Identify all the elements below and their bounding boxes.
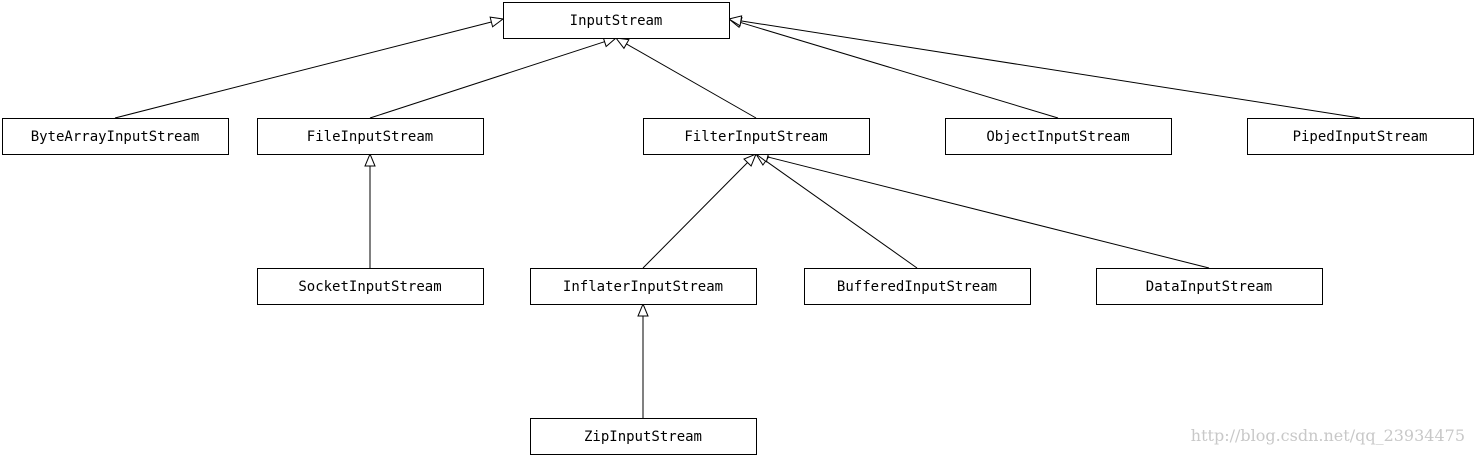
class-box <box>1247 118 1474 155</box>
inheritance-arrowhead <box>743 153 757 167</box>
edge-object-input-stream-to-input-stream <box>740 21 1059 119</box>
edge-data-input-stream-to-filter-input-stream <box>767 156 1210 269</box>
edge-filter-input-stream-to-input-stream <box>626 43 757 119</box>
class-node-socket-input-stream: SocketInputStream <box>257 268 484 305</box>
class-label: ByteArrayInputStream <box>31 129 200 145</box>
class-box <box>2 118 229 155</box>
class-label: PipedInputStream <box>1293 129 1428 145</box>
class-box <box>503 2 730 39</box>
class-label: InputStream <box>570 13 663 29</box>
edge-byte-array-input-stream-to-input-stream <box>114 21 492 119</box>
watermark-text: http://blog.csdn.net/qq_23934475 <box>1190 426 1465 445</box>
class-node-byte-array-input-stream: ByteArrayInputStream <box>2 118 229 155</box>
class-box <box>804 268 1031 305</box>
class-label: FilterInputStream <box>684 129 827 145</box>
class-box <box>530 268 757 305</box>
class-box <box>945 118 1172 155</box>
class-node-input-stream: InputStream <box>503 2 730 39</box>
inheritance-arrowhead <box>637 302 649 317</box>
edge-inflater-input-stream-to-filter-input-stream <box>642 162 748 269</box>
inheritance-arrowhead <box>489 16 505 28</box>
class-box <box>1096 268 1323 305</box>
class-label: ZipInputStream <box>584 429 702 445</box>
class-box <box>643 118 870 155</box>
inheritance-arrowhead <box>614 37 630 50</box>
edges-layer <box>114 15 1361 418</box>
class-box <box>530 418 757 455</box>
class-label: SocketInputStream <box>298 279 441 295</box>
class-label: BufferedInputStream <box>837 279 997 295</box>
class-node-object-input-stream: ObjectInputStream <box>945 118 1172 155</box>
class-label: InflaterInputStream <box>563 279 723 295</box>
edge-buffered-input-stream-to-filter-input-stream <box>765 160 918 269</box>
class-node-buffered-input-stream: BufferedInputStream <box>804 268 1031 305</box>
class-node-zip-input-stream: ZipInputStream <box>530 418 757 455</box>
class-label: DataInputStream <box>1146 279 1272 295</box>
inheritance-arrowhead <box>727 15 743 27</box>
inheritance-arrowhead <box>364 152 376 167</box>
class-node-file-input-stream: FileInputStream <box>257 118 484 155</box>
class-node-filter-input-stream: FilterInputStream <box>643 118 870 155</box>
class-node-piped-input-stream: PipedInputStream <box>1247 118 1474 155</box>
edge-file-input-stream-to-input-stream <box>369 41 605 119</box>
class-node-data-input-stream: DataInputStream <box>1096 268 1323 305</box>
edge-piped-input-stream-to-input-stream <box>740 20 1361 119</box>
class-box <box>257 118 484 155</box>
class-box <box>257 268 484 305</box>
class-label: FileInputStream <box>307 129 433 145</box>
class-label: ObjectInputStream <box>986 129 1129 145</box>
class-node-inflater-input-stream: InflaterInputStream <box>530 268 757 305</box>
